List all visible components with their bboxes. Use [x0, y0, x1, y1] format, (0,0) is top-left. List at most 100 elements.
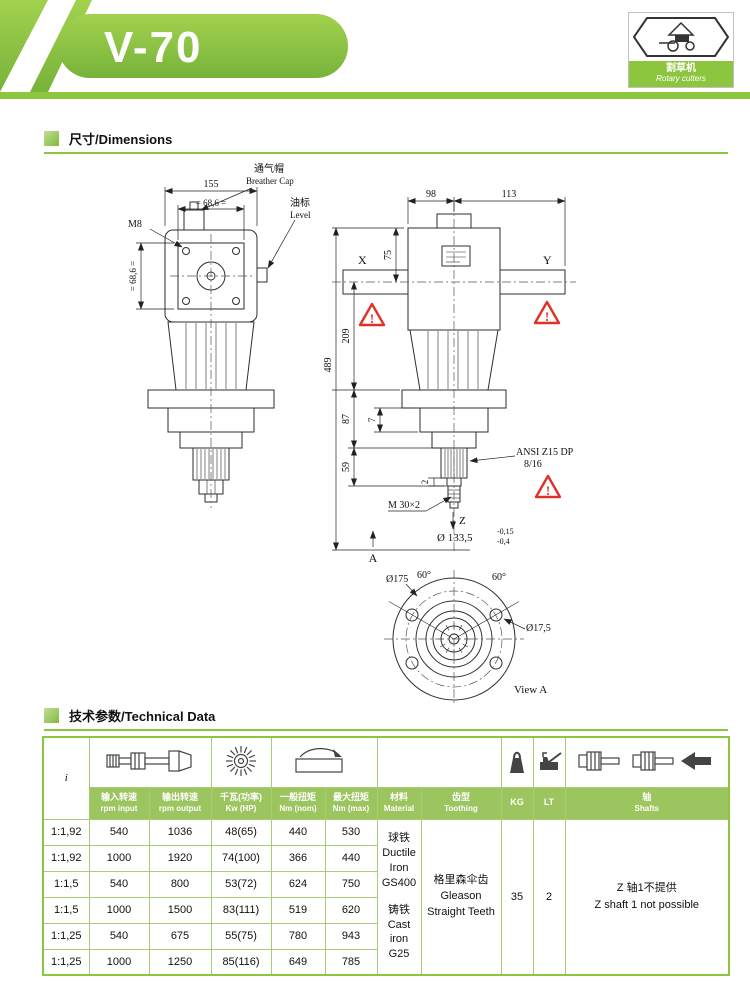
- cell-ratio: 1:1,25: [42, 948, 90, 976]
- cell-nm-max: 750: [324, 870, 378, 898]
- tolerance-lower: -0,4: [497, 537, 510, 546]
- label-breather-en: Breather Cap: [246, 176, 294, 186]
- table-row: 1:1,25 1000 1250 85(116) 649 785: [42, 948, 729, 976]
- cell-rpm-input: 1000: [88, 844, 150, 872]
- label-ansi-spline: ANSI Z15 DP: [516, 447, 574, 458]
- cell-shafts: Z 轴1不提供 Z shaft 1 not possible: [564, 818, 730, 976]
- cell-rpm-input: 1000: [88, 948, 150, 976]
- dim-75: 75: [383, 250, 394, 260]
- input-shaft-icon-cell: [88, 736, 212, 788]
- cell-nm-nom: 366: [270, 844, 326, 872]
- cell-ratio: 1:1,5: [42, 870, 90, 898]
- cell-nm-max: 620: [324, 896, 378, 924]
- brand-logo: 割草机 Rotary cutters: [628, 12, 734, 88]
- logo-badge: [629, 13, 733, 61]
- dim-113: 113: [502, 189, 517, 200]
- dim-hole-17-5: Ø17,5: [526, 623, 551, 634]
- cell-ratio: 1:1,92: [42, 818, 90, 846]
- cell-rpm-input: 1000: [88, 896, 150, 924]
- cell-toothing: 格里森伞齿 Gleason Straight Teeth: [420, 818, 502, 976]
- cell-nm-max: 530: [324, 818, 378, 846]
- cell-rpm-input: 540: [88, 818, 150, 846]
- label-ansi-spline-2: 8/16: [524, 459, 542, 470]
- power-icon: [226, 745, 256, 776]
- power-icon-cell: [210, 736, 272, 788]
- cell-rpm-output: 1250: [148, 948, 212, 976]
- section-bullet-icon: [44, 131, 59, 146]
- dim-489: 489: [323, 358, 334, 373]
- dim-7: 7: [367, 417, 377, 422]
- view-a-caption: View A: [514, 684, 547, 696]
- cell-nm-max: 440: [324, 844, 378, 872]
- dim-209: 209: [341, 329, 352, 344]
- oil-can-icon: [540, 751, 562, 770]
- cell-nm-nom: 624: [270, 870, 326, 898]
- warning-icon: [533, 300, 561, 326]
- cell-material: 球铁 Ductile Iron GS400 铸铁 Cast iron G25: [376, 818, 422, 976]
- section-bullet-icon: [44, 708, 59, 723]
- weight-icon: [510, 751, 524, 773]
- cell-nm-max: 785: [324, 948, 378, 976]
- green-divider-stripe: [0, 92, 750, 99]
- angle-60-right: 60°: [492, 572, 506, 583]
- warning-icon: [358, 302, 386, 328]
- cell-ratio: 1:1,5: [42, 896, 90, 924]
- warning-icon: [534, 474, 562, 500]
- cell-kw-hp: 85(116): [210, 948, 272, 976]
- cell-ratio: 1:1,92: [42, 844, 90, 872]
- cell-ratio: 1:1,25: [42, 922, 90, 950]
- technical-data-table: i: [42, 736, 730, 976]
- input-shaft-icon: [106, 750, 192, 772]
- cell-rpm-output: 1920: [148, 844, 212, 872]
- cell-rpm-output: 800: [148, 870, 212, 898]
- cell-nm-nom: 440: [270, 818, 326, 846]
- white-slash: [0, 0, 76, 92]
- tolerance-upper: -0,15: [497, 527, 514, 536]
- oil-can-icon-cell: [532, 736, 566, 788]
- dim-bolt-circle-175: Ø175: [386, 574, 408, 585]
- dimension-drawing: !: [128, 162, 576, 706]
- ratio-symbol: i: [42, 736, 90, 820]
- label-shaft-y: Y: [543, 253, 552, 267]
- cell-lt: 2: [532, 818, 566, 976]
- shafts-icon-cell: [564, 736, 730, 788]
- cell-nm-nom: 519: [270, 896, 326, 924]
- logo-label-en: Rotary cutters: [656, 74, 706, 83]
- label-m30-thread: M 30×2: [388, 500, 420, 511]
- cell-rpm-input: 540: [88, 870, 150, 898]
- title-pill: [58, 14, 348, 78]
- cell-rpm-output: 1036: [148, 818, 212, 846]
- dim-2: 2: [420, 480, 430, 485]
- section-dimensions-title: 尺寸/Dimensions: [69, 132, 173, 147]
- logo-label-zh: 割草机: [666, 63, 696, 74]
- dim-68-6-left: = 68,6 =: [128, 261, 138, 291]
- label-oil-level-en: Level: [290, 210, 311, 220]
- dim-98: 98: [426, 189, 436, 200]
- table-row: 1:1,92 540 1036 48(65) 440 530 球铁 Ductil…: [42, 818, 730, 976]
- cell-rpm-output: 1500: [148, 896, 212, 924]
- dim-155: 155: [204, 179, 219, 190]
- dim-flange-diameter: Ø 133,5: [437, 532, 473, 544]
- cell-nm-max: 943: [324, 922, 378, 950]
- cell-kg: 35: [500, 818, 534, 976]
- label-shaft-z: Z: [459, 515, 466, 527]
- label-m8: M8: [128, 219, 142, 230]
- cell-nm-nom: 780: [270, 922, 326, 950]
- dim-59: 59: [341, 462, 352, 472]
- page-title: V-70: [104, 23, 203, 72]
- label-shaft-x: X: [358, 253, 367, 267]
- view-direction-a: A: [369, 551, 378, 565]
- rotary-cutters-icon: [632, 17, 730, 57]
- header-blank-cell: [376, 736, 502, 788]
- table-row: 1:1,25 540 675 55(75) 780 943: [42, 922, 729, 950]
- col-header-kw-hp: 千瓦(功率)Kw (HP): [210, 786, 272, 820]
- col-header-kg: KG: [500, 786, 534, 820]
- label-oil-level-zh: 油标: [290, 196, 310, 209]
